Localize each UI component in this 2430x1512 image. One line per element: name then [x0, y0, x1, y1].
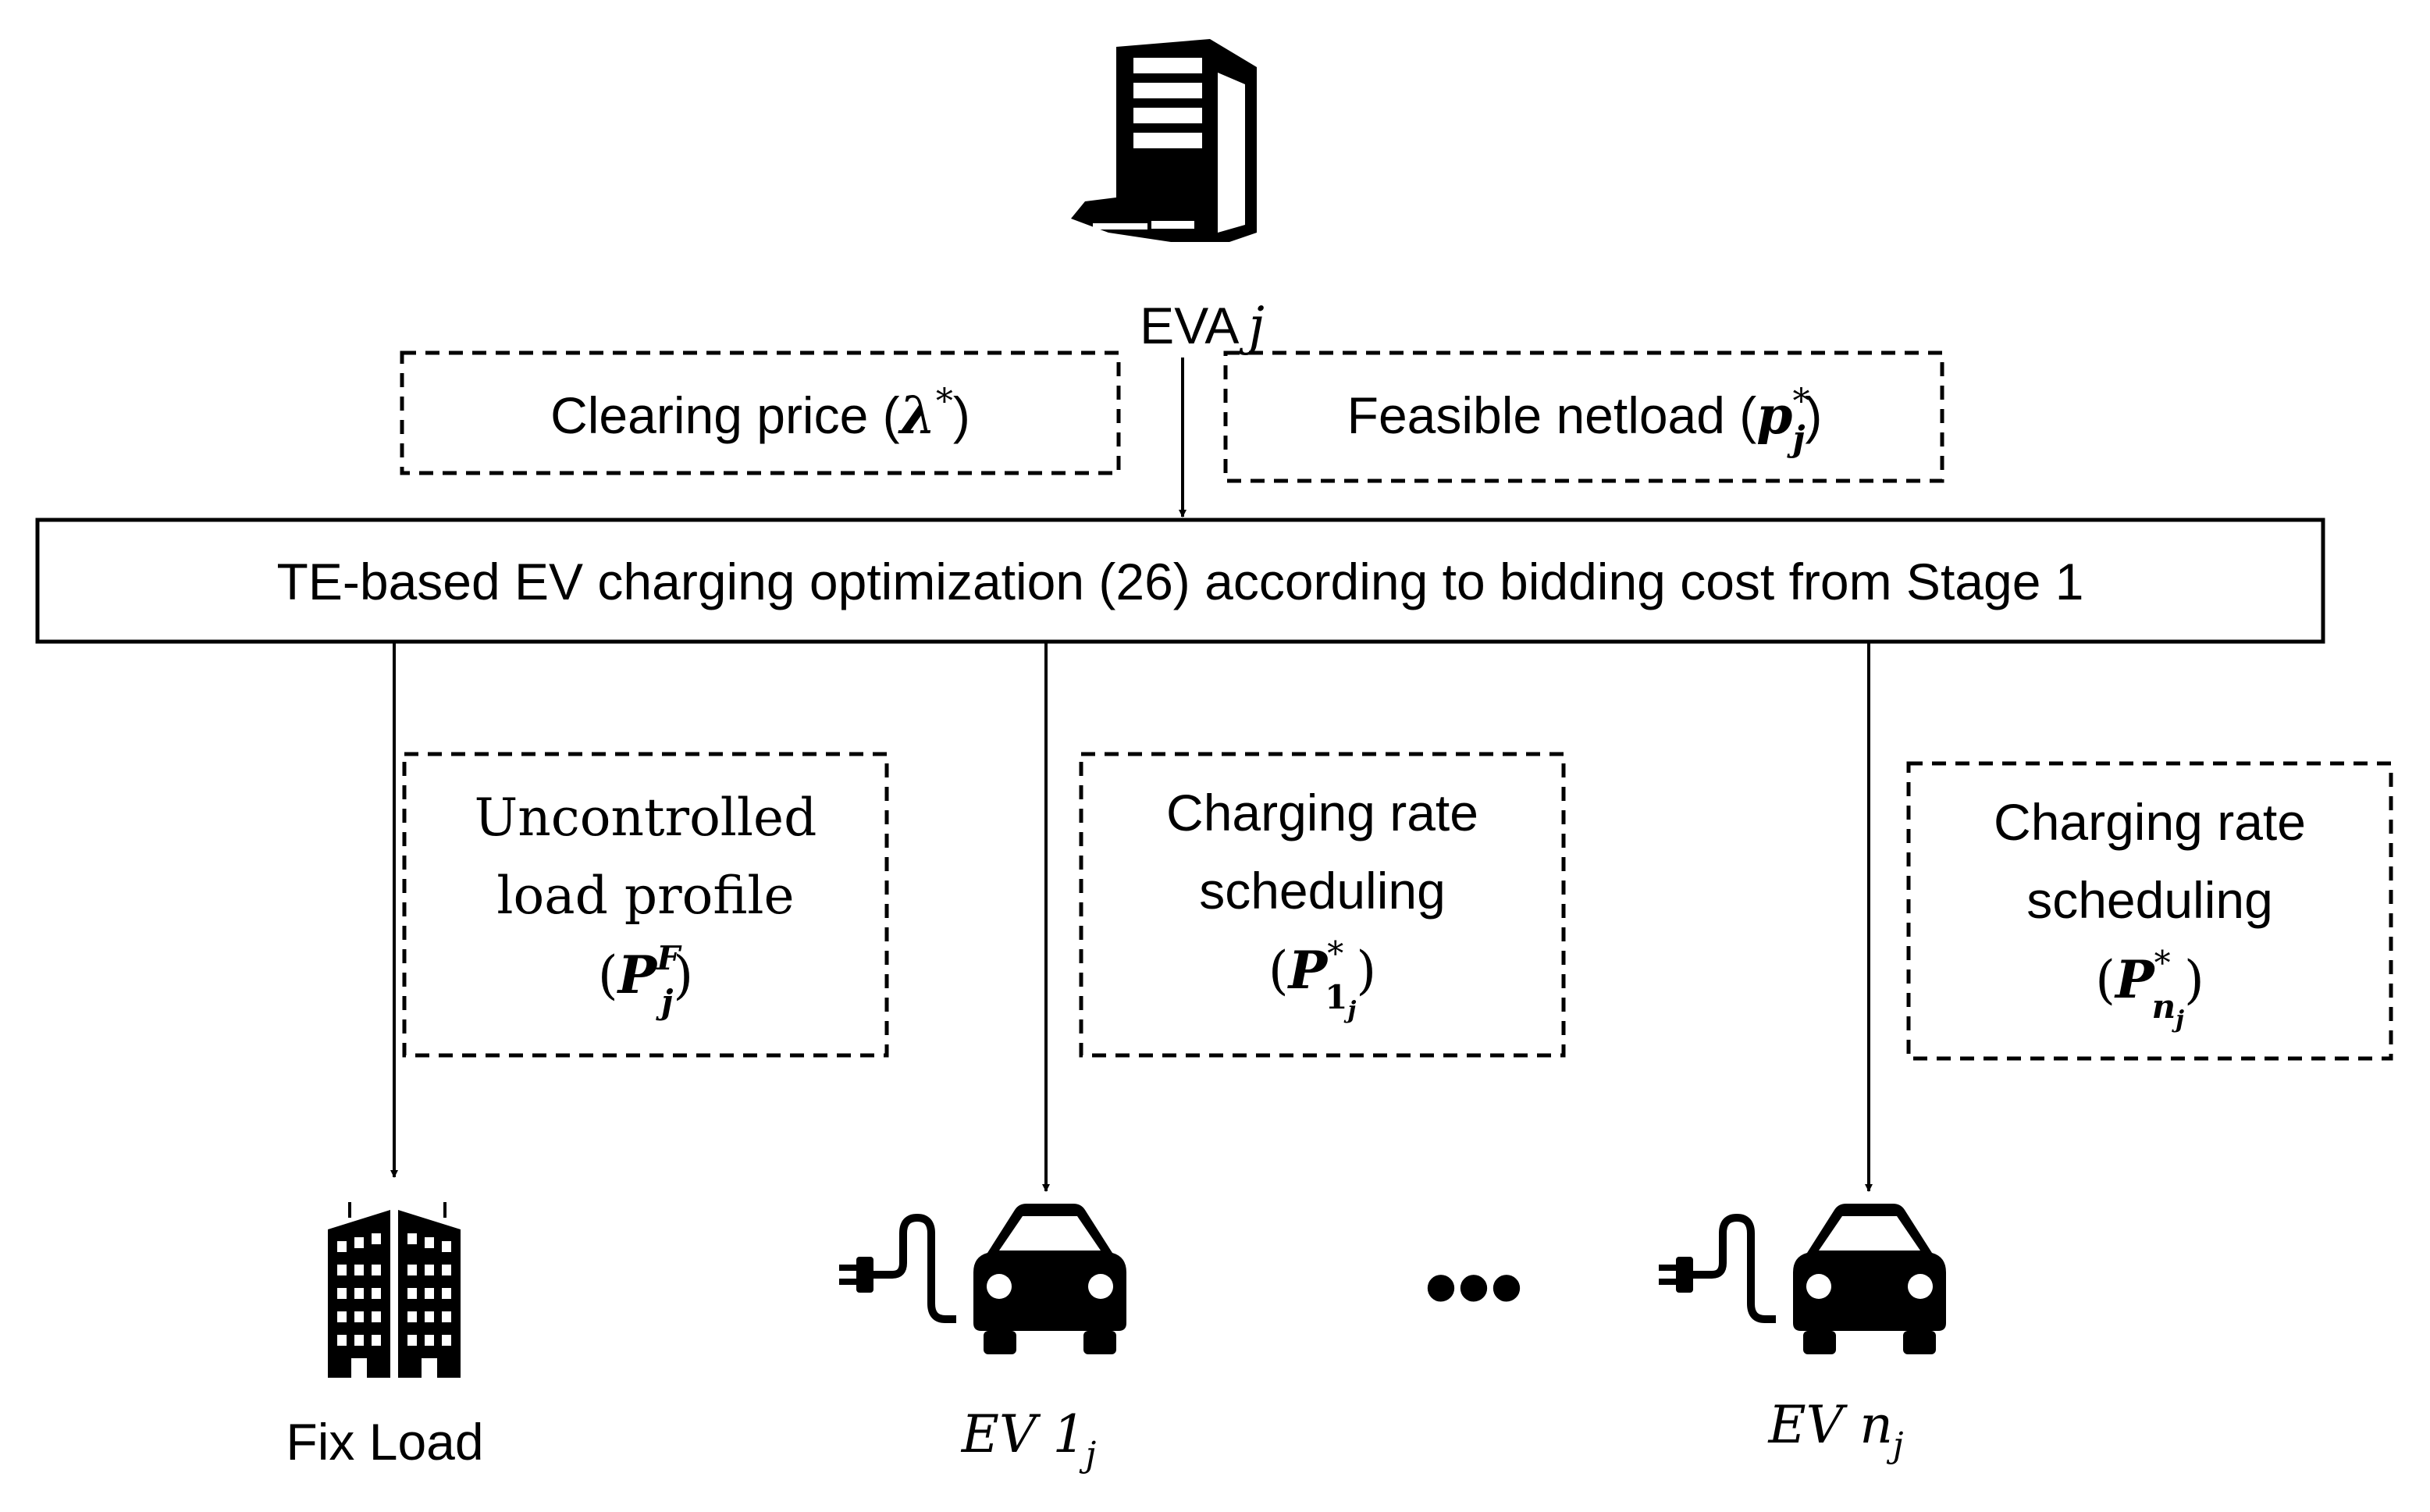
evn-schedule-box: Charging rate scheduling (P*nj)	[1906, 761, 2393, 1061]
ev1-schedule-box: Charging rate scheduling (P*1j)	[1079, 752, 1566, 1058]
ellipsis: •••	[1425, 1235, 1523, 1339]
clearing-price-box: Clearing price (λ*)	[400, 350, 1121, 475]
uncontrolled-line1: Uncontrolled	[475, 788, 817, 848]
feasible-netload-label: Feasible netload (p*j)	[1347, 382, 1823, 459]
optimization-label: TE-based EV charging optimization (26) a…	[277, 553, 2084, 610]
evn-label: EV nj	[1768, 1395, 1904, 1465]
building-icon	[328, 1202, 461, 1378]
evn-line2: scheduling	[2026, 871, 2273, 929]
evn-symbol: (P*nj)	[2095, 944, 2204, 1033]
ev1-line1: Charging rate	[1166, 784, 1478, 841]
ev1-line2: scheduling	[1199, 862, 1446, 920]
server-icon	[1071, 39, 1257, 242]
evn-line1: Charging rate	[1994, 793, 2306, 851]
clearing-price-label: Clearing price (λ*)	[550, 382, 970, 446]
ev1-label: EV 1j	[961, 1404, 1096, 1475]
fix-load-label: Fix Load	[286, 1413, 483, 1471]
ev1-symbol: (P*1j)	[1268, 934, 1376, 1024]
optimization-box: TE-based EV charging optimization (26) a…	[35, 518, 2325, 644]
feasible-netload-box: Feasible netload (p*j)	[1223, 350, 1944, 483]
ev-charging-icon	[839, 1204, 1126, 1354]
uncontrolled-line2: load profile	[496, 866, 794, 926]
ev-charging-icon	[1659, 1204, 1946, 1354]
